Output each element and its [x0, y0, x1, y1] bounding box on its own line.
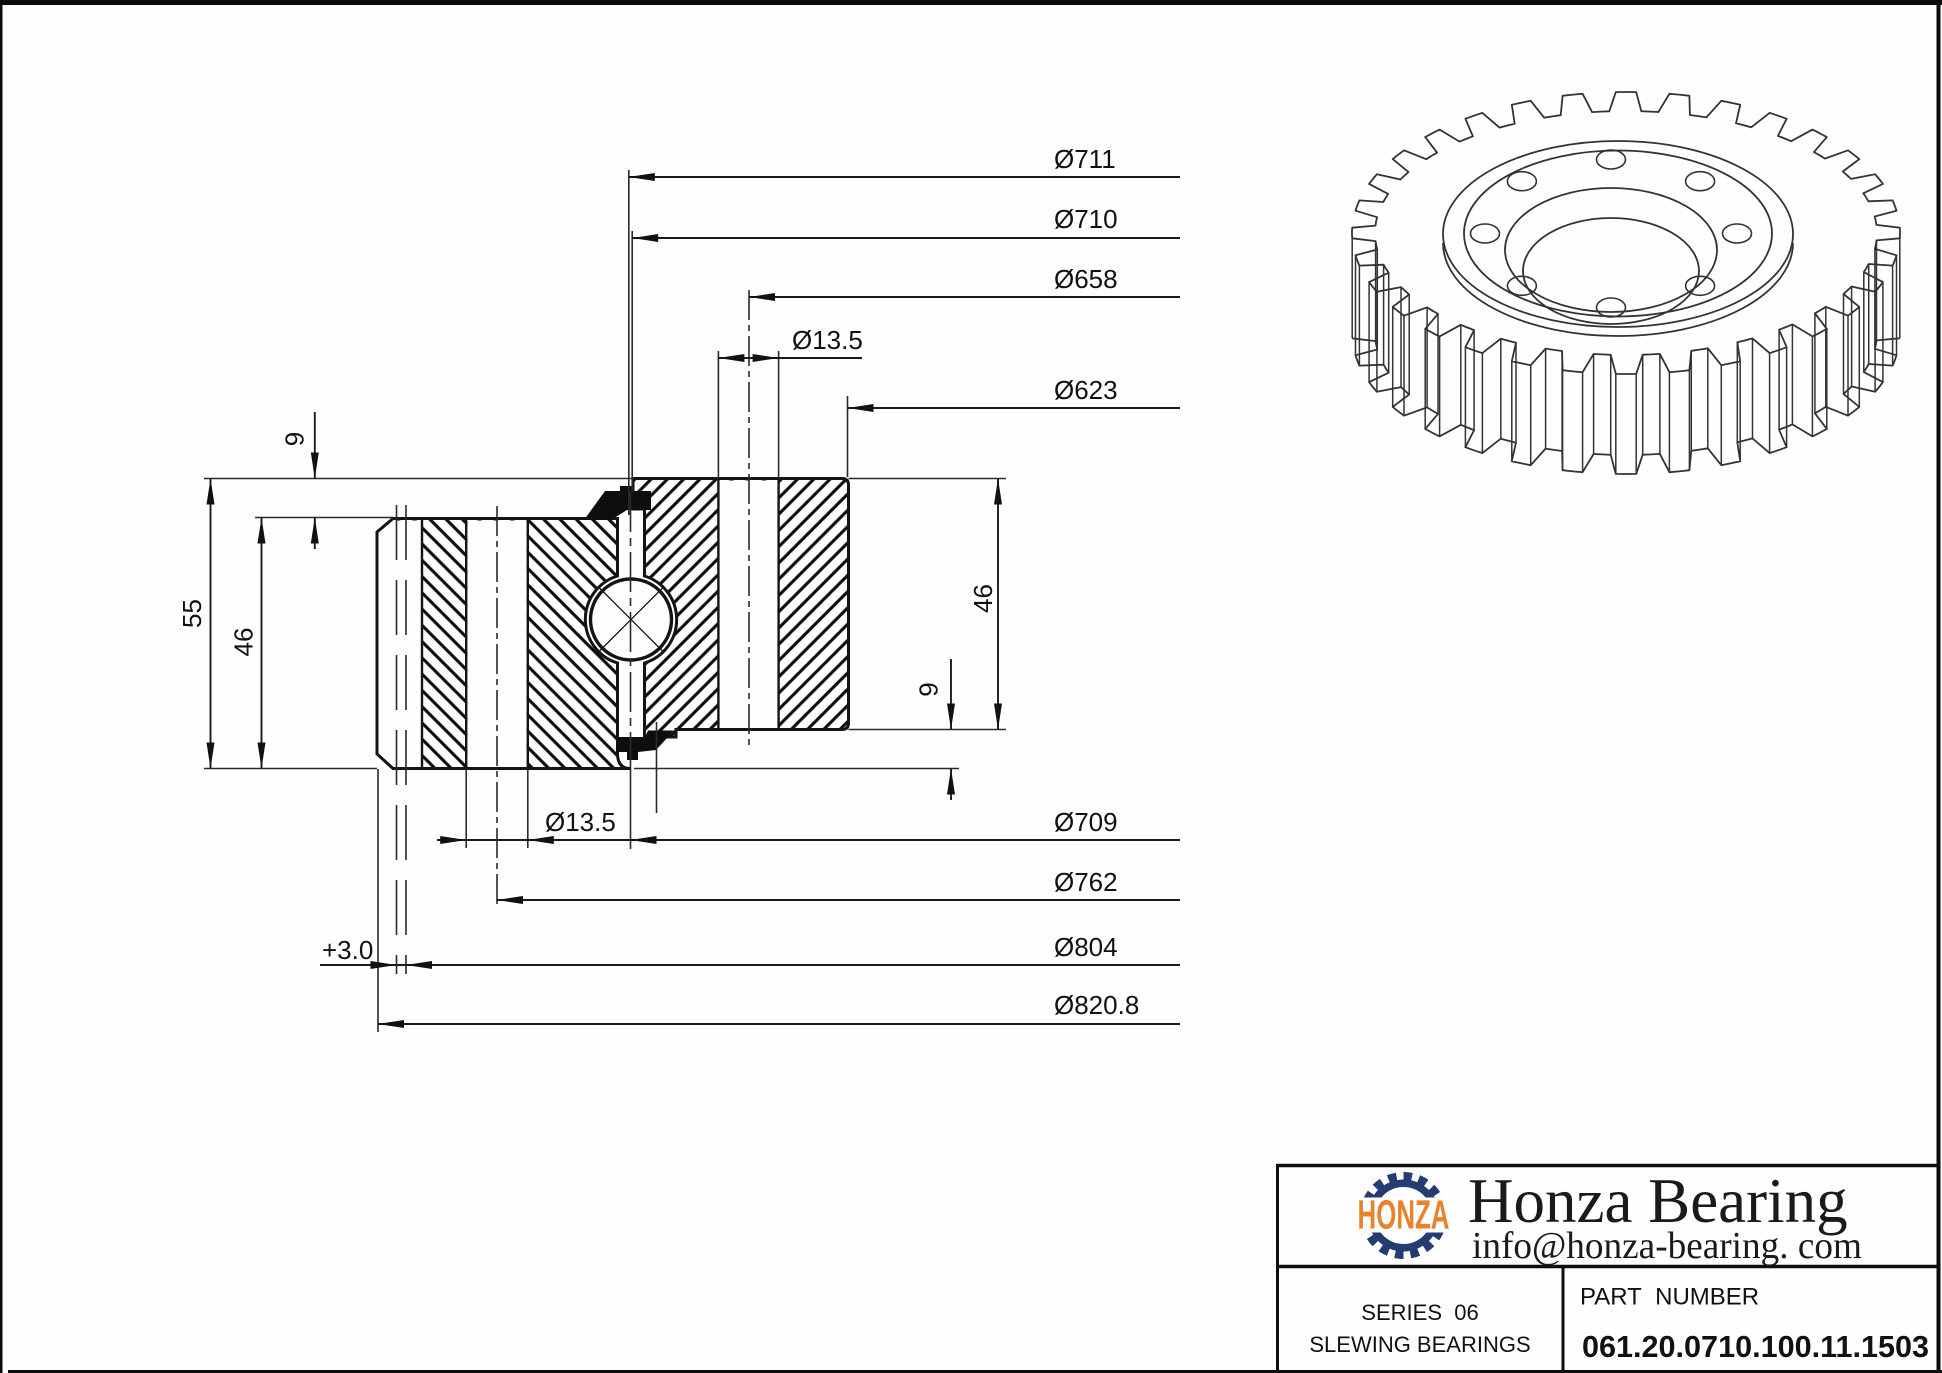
svg-text:9: 9	[280, 432, 310, 446]
svg-text:PART NUMBER: PART NUMBER	[1580, 1284, 1759, 1311]
svg-text:Ø710: Ø710	[1054, 204, 1118, 234]
svg-text:Ø711: Ø711	[1054, 144, 1116, 174]
svg-text:Honza Bearing: Honza Bearing	[1468, 1166, 1848, 1236]
svg-text:46: 46	[968, 584, 998, 613]
svg-text:SLEWING BEARINGS: SLEWING BEARINGS	[1309, 1332, 1530, 1357]
svg-text:061.20.0710.100.11.1503: 061.20.0710.100.11.1503	[1582, 1329, 1929, 1364]
svg-text:Ø820.8: Ø820.8	[1054, 990, 1139, 1020]
svg-text:HONZA: HONZA	[1358, 1192, 1450, 1238]
svg-text:Ø804: Ø804	[1054, 932, 1118, 962]
svg-text:Ø13.5: Ø13.5	[792, 325, 863, 355]
svg-text:46: 46	[229, 628, 259, 657]
svg-text:55: 55	[177, 599, 207, 628]
svg-text:info@honza-bearing. com: info@honza-bearing. com	[1472, 1225, 1862, 1267]
svg-text:SERIES 06: SERIES 06	[1361, 1300, 1478, 1325]
svg-text:Ø762: Ø762	[1054, 867, 1118, 897]
svg-text:9: 9	[914, 682, 944, 696]
svg-text:Ø709: Ø709	[1054, 807, 1118, 837]
svg-text:+3.0: +3.0	[322, 935, 373, 965]
svg-text:Ø623: Ø623	[1054, 375, 1118, 405]
svg-text:Ø658: Ø658	[1054, 264, 1118, 294]
svg-text:Ø13.5: Ø13.5	[545, 807, 616, 837]
